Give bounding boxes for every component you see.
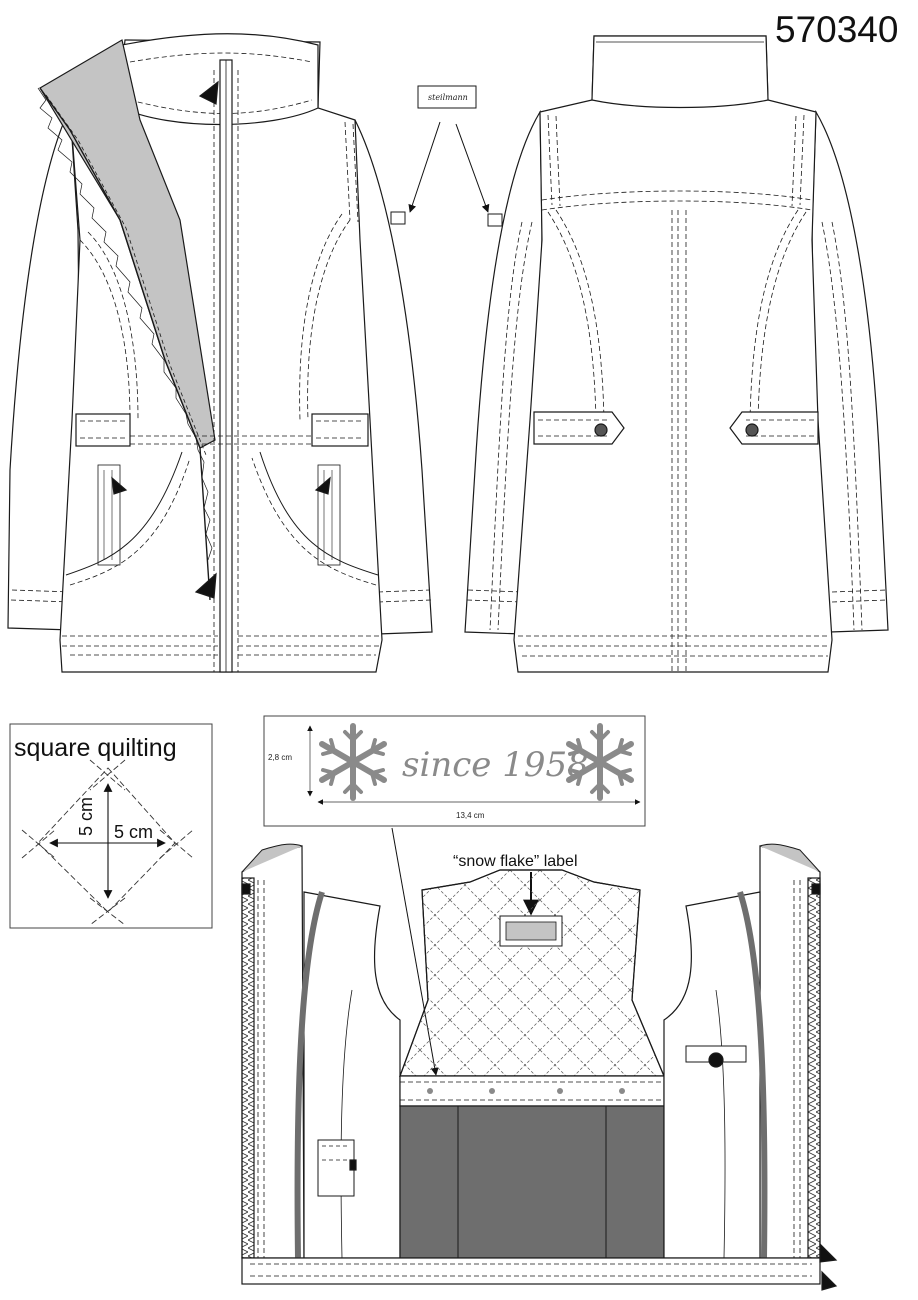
label-artwork-text: since 1958	[402, 745, 589, 785]
back-waist-tab-right	[729, 411, 819, 445]
quilting-dim-vertical: 5 cm	[76, 797, 96, 836]
zipper-pull-top	[198, 80, 219, 105]
inside-hem-band	[241, 1257, 821, 1285]
front-pocket-left	[65, 451, 183, 576]
inside-left-lining-panel	[303, 891, 401, 1259]
inside-right-lining-panel	[663, 891, 761, 1259]
inside-pocket-left	[317, 1139, 355, 1197]
style-number: 570340	[775, 9, 898, 50]
inside-zipper-left	[241, 877, 255, 1259]
hang-tag-arrow-front	[408, 121, 441, 213]
inside-lining-view	[241, 843, 838, 1291]
front-sleeve-logo-tab	[390, 211, 406, 225]
back-collar	[591, 35, 769, 109]
inside-zipper-right	[807, 877, 821, 1259]
back-sleeve-logo-tab	[487, 213, 503, 227]
front-view	[7, 33, 433, 673]
brand-hang-tag	[417, 85, 477, 109]
quilting-detail-title: square quilting	[14, 734, 177, 762]
back-waist-tab-left	[533, 411, 625, 445]
inside-lower-dark-panel	[399, 1105, 665, 1259]
front-pocket-right	[259, 451, 379, 576]
quilting-diamond-diagram	[21, 759, 194, 926]
front-left-sleeve	[7, 105, 81, 631]
back-body	[513, 35, 833, 673]
front-waist-tab-right	[311, 413, 369, 447]
brand-hang-tag-text: steilmann	[428, 93, 468, 102]
back-tab-button-right	[745, 423, 759, 437]
snowflake-label-callout: “snow flake” label	[453, 853, 578, 870]
back-view	[464, 35, 889, 673]
label-width-dim: 13,4 cm	[456, 811, 485, 820]
back-tab-button-left	[594, 423, 608, 437]
hang-tag-arrow-back	[455, 123, 490, 213]
inside-tab-button	[708, 1052, 724, 1068]
quilting-dim-horizontal: 5 cm	[114, 822, 153, 842]
front-waist-tab-left	[75, 413, 131, 447]
zipper-pull-bottom	[194, 572, 217, 599]
back-right-sleeve	[811, 109, 889, 633]
inside-back-lining-quilted	[399, 869, 665, 1077]
label-height-dim: 2,8 cm	[268, 753, 292, 762]
